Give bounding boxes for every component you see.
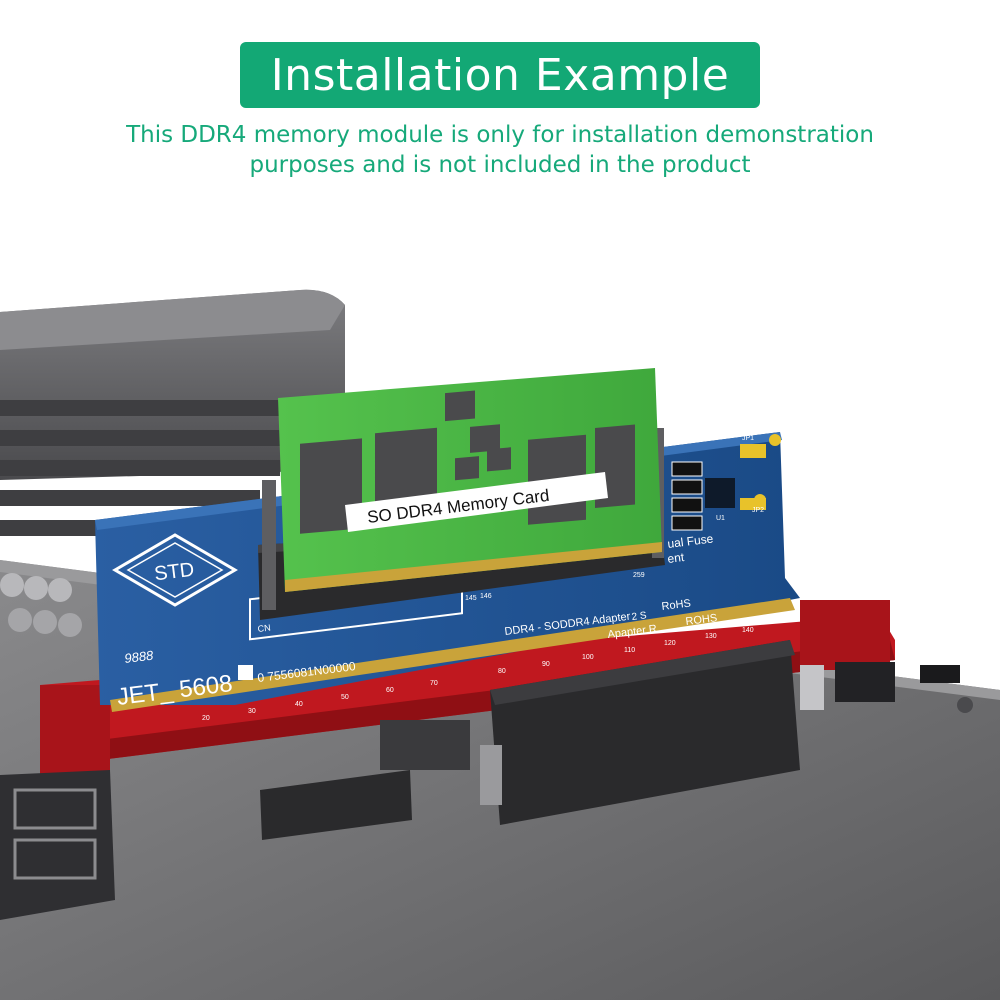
page-title: Installation Example bbox=[270, 49, 730, 101]
pin-number: 40 bbox=[295, 701, 303, 708]
pin-number: 30 bbox=[248, 708, 256, 715]
adapter-rohs2: ROHS bbox=[685, 612, 718, 628]
pin-number-row: 20 30 40 50 60 70 80 90 100 110 120 130 … bbox=[202, 627, 754, 722]
adapter-code: 9888 bbox=[124, 647, 155, 666]
pin-number: 90 bbox=[542, 661, 550, 668]
subtitle-line-1: This DDR4 memory module is only for inst… bbox=[126, 122, 874, 148]
heatsink bbox=[0, 289, 345, 637]
adapter-pin-259: 259 bbox=[633, 572, 645, 579]
adapter-fuse-line2: ent bbox=[667, 550, 686, 566]
pin-number: 20 bbox=[202, 715, 210, 722]
pin-number: 60 bbox=[386, 687, 394, 694]
adapter-cn: CN bbox=[257, 622, 271, 634]
adapter-logo: STD bbox=[153, 559, 195, 586]
title-banner: Installation Example bbox=[240, 42, 760, 108]
adapter-jp2: JP2 bbox=[752, 507, 764, 514]
pin-number: 50 bbox=[341, 694, 349, 701]
adapter-fuse-line1: ual Fuse bbox=[667, 531, 715, 551]
adapter-pin-146: 146 bbox=[480, 593, 492, 600]
pin-number: 100 bbox=[582, 654, 594, 661]
adapter-jp1: JP1 bbox=[742, 435, 754, 442]
adapter-desc2: Apapter R bbox=[607, 623, 658, 641]
pin-number: 140 bbox=[742, 627, 754, 634]
adapter-u1: U1 bbox=[716, 515, 725, 522]
pin-number: 110 bbox=[624, 647, 635, 654]
memory-module: SO DDR4 Memory Card bbox=[278, 368, 662, 592]
pin-number: 70 bbox=[430, 680, 438, 687]
pin-number: 80 bbox=[498, 668, 506, 675]
pin-number: 120 bbox=[664, 640, 676, 647]
adapter-desc1b: 2 S bbox=[631, 610, 648, 623]
connectors bbox=[0, 640, 973, 920]
adapter-rohs1: RoHS bbox=[661, 597, 692, 612]
subtitle-line-2: purposes and is not included in the prod… bbox=[249, 152, 751, 178]
pin-number: 130 bbox=[705, 633, 717, 640]
adapter-pin-145: 145 bbox=[465, 595, 477, 602]
